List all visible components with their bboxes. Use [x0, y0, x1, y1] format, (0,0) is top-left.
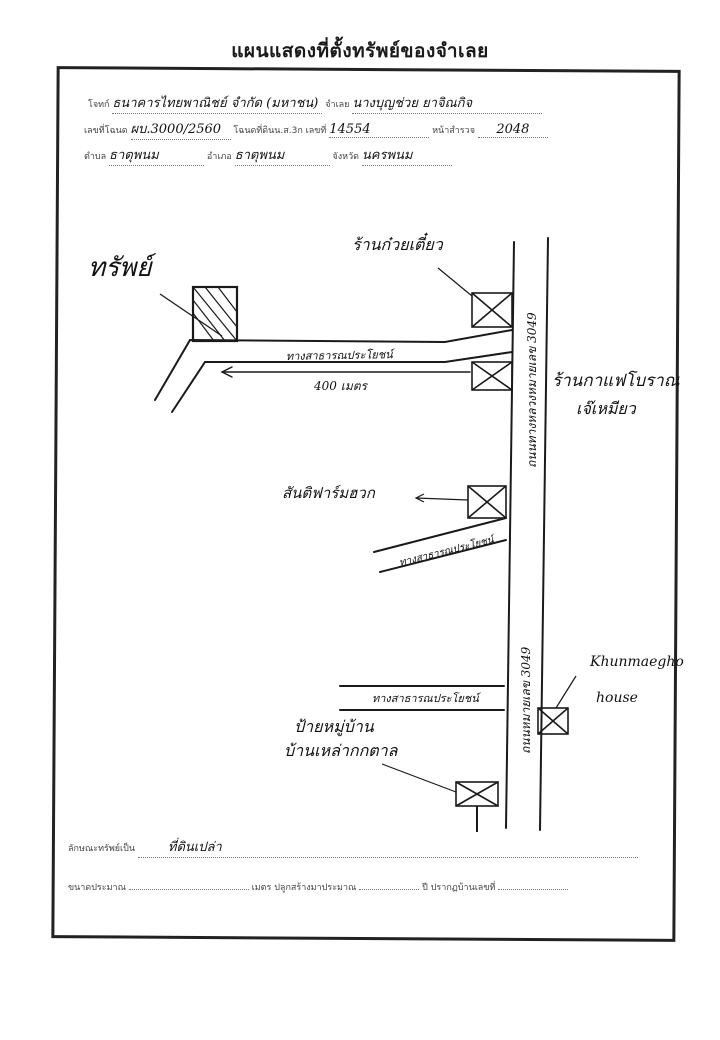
district-label: อำเภอ — [206, 152, 232, 162]
size-end-label: ปี ปรากฏบ้านเลขที่ — [422, 883, 496, 893]
village-sign-marker — [455, 781, 499, 832]
distance-arrow-head — [220, 366, 233, 378]
farm-pointer-head — [414, 493, 425, 503]
subdistrict-label: ตำบล — [84, 152, 107, 162]
years-blank — [359, 889, 420, 890]
property-pointer — [159, 293, 223, 337]
property-marker — [191, 285, 239, 343]
defendant-value: นางบุญช่วย ยาจิณกิจ — [352, 92, 543, 114]
house-label-1: Khunmaegho — [589, 654, 684, 670]
property-label: ทรัพย์ — [88, 253, 156, 283]
public-road-3-label: ทางสาธารณประโยชน์ — [372, 692, 482, 705]
highway-left-edge — [505, 241, 515, 829]
land-label: โฉนดที่ดินน.ส.3ก เลขที่ — [233, 126, 327, 136]
highway-right-edge — [539, 237, 549, 831]
noodle-shop-label: ร้านก๋วยเตี๋ยว — [352, 232, 444, 254]
size-mid-label: เมตร ปลูกสร้างมาประมาณ — [251, 883, 357, 893]
subdistrict-value: ธาตุพนม — [109, 144, 205, 166]
house-marker — [537, 707, 569, 735]
village-sign-pointer — [381, 763, 457, 793]
plaintiff-value: ธนาคารไทยพาณิชย์ จำกัด (มหาชน) — [112, 92, 323, 114]
property-type-label: ลักษณะทรัพย์เป็น — [68, 844, 135, 854]
road-1-upper-edge — [154, 329, 513, 401]
coffee-shop-marker — [471, 361, 513, 391]
village-sign-label-1: ป้ายหมู่บ้าน — [294, 717, 375, 737]
size-blank — [128, 889, 249, 890]
deed-value: ผบ.3000/2560 — [130, 118, 231, 140]
village-sign-label-2: บ้านเหล่ากกตาล — [284, 741, 399, 760]
house-label-2: house — [596, 690, 638, 706]
deed-label: เลขที่โฉนด — [84, 126, 128, 136]
defendant-label: จำเลย — [325, 100, 350, 110]
page-title: แผนแสดงที่ตั้งทรัพย์ของจำเลย — [231, 40, 489, 62]
page-value: 2048 — [477, 122, 548, 138]
public-road-2-label: ทางสาธารณประโยชน์ — [398, 533, 497, 569]
size-label: ขนาดประมาณ — [68, 883, 126, 893]
road-1-lower-edge — [171, 351, 513, 413]
coffee-shop-label-1: ร้านกาแฟโบราณ — [552, 370, 680, 391]
deed-row: เลขที่โฉนด ผบ.3000/2560 โฉนดที่ดินน.ส.3ก… — [84, 118, 548, 140]
highway-upper-label: ถนนทางหลวงหมายเลข 3049 — [525, 312, 539, 468]
location-row: ตำบล ธาตุพนม อำเภอ ธาตุพนม จังหวัด นครพน… — [84, 144, 452, 166]
page-label: หน้าสำรวจ — [432, 126, 475, 136]
farm-label: สันติฟาร์มฮวก — [282, 484, 376, 502]
public-road-1-label: ทางสาธารณประโยชน์ — [286, 348, 396, 363]
distance-label: 400 เมตร — [313, 379, 369, 393]
property-type-row: ลักษณะทรัพย์เป็น ที่ดินเปล่า — [68, 836, 638, 858]
house-pointer — [555, 675, 577, 709]
coffee-shop-label-2: เจ๊เหมียว — [576, 399, 637, 418]
district-value: ธาตุพนม — [234, 144, 330, 166]
noodle-shop-pointer — [437, 267, 473, 297]
farm-marker — [467, 485, 507, 519]
farm-pointer — [415, 497, 469, 501]
province-label: จังหวัด — [332, 152, 360, 162]
highway-lower-label: ถนนหมายเลข 3049 — [519, 646, 533, 754]
property-size-row: ขนาดประมาณ เมตร ปลูกสร้างมาประมาณ ปี ปรา… — [68, 880, 569, 894]
plaintiff-row: โจทก์ ธนาคารไทยพาณิชย์ จำกัด (มหาชน) จำเ… — [88, 92, 543, 114]
noodle-shop-marker — [471, 292, 513, 328]
property-type-value: ที่ดินเปล่า — [137, 836, 638, 858]
road-2-upper-edge — [373, 517, 507, 553]
road-2-lower-edge — [379, 539, 507, 573]
house-number-blank — [498, 889, 569, 890]
land-value: 14554 — [329, 122, 430, 138]
province-value: นครพนม — [361, 144, 452, 166]
plaintiff-label: โจทก์ — [88, 100, 110, 110]
